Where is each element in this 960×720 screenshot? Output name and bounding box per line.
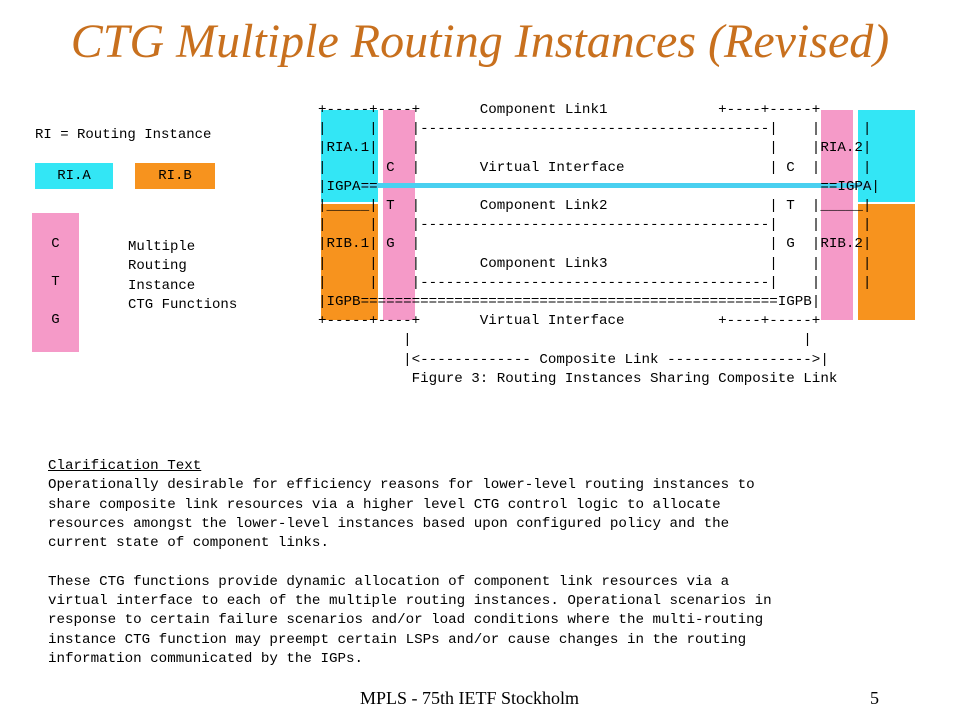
ctg-right-block (821, 110, 853, 320)
diagram-line: | | (318, 332, 812, 349)
legend-ctg-letter: T (51, 274, 60, 290)
diagram-caption: Figure 3: Routing Instances Sharing Comp… (318, 370, 838, 387)
ri-b-right-block (858, 204, 915, 320)
legend-ctg-line: Instance (128, 277, 196, 294)
diagram-line: +-----+----+ Component Link1 +----+-----… (318, 102, 821, 118)
diagram-line: | | C | Virtual Interface | C | | (318, 159, 872, 176)
legend-ri-b: RI.B (135, 163, 215, 189)
diagram-line: +-----+----+ Virtual Interface +----+---… (318, 313, 821, 330)
footer-event: MPLS - 75th IETF Stockholm (360, 688, 580, 708)
diagram-line: |IGPB===================================… (318, 294, 821, 311)
diagram-line: | | |-----------------------------------… (318, 217, 872, 234)
diagram-line: |_____| T | Component Link2 | T |_____| (318, 198, 872, 215)
composite-link-diagram: +-----+----+ Component Link1 +----+-----… (318, 101, 880, 389)
legend-ri-a: RI.A (35, 163, 113, 189)
diagram-line: | | |-----------------------------------… (318, 121, 872, 138)
diagram-line: |IGPA== ==IGPA| (318, 178, 880, 195)
diagram-line: | | | Component Link3 | | | (318, 255, 872, 272)
legend-ctg-description: Multiple Routing Instance CTG Functions (128, 238, 237, 315)
footer-page-number: 5 (870, 688, 879, 708)
legend-ctg-line: Routing (128, 258, 187, 275)
diagram-line: |<------------- Composite Link ---------… (318, 351, 829, 368)
legend-ctg-line: Multiple (128, 239, 196, 255)
legend-definition: RI = Routing Instance (35, 127, 212, 143)
page-title: CTG Multiple Routing Instances (Revised) (70, 15, 890, 68)
legend-ctg-letter: G (51, 312, 60, 328)
ctg-left-block (383, 110, 415, 320)
legend-ctg-letter: C (51, 236, 60, 252)
legend-ctg-box: C T G (32, 213, 79, 352)
clarification-paragraph: Operationally desirable for efficiency r… (48, 477, 755, 552)
diagram-line: |RIB.1| G | | G |RIB.2| (318, 236, 872, 253)
legend-ctg-line: CTG Functions (128, 296, 238, 313)
ri-b-left-block (321, 204, 378, 320)
clarification-paragraph: These CTG functions provide dynamic allo… (48, 573, 772, 667)
clarification-text: Clarification Text Operationally desirab… (48, 457, 772, 669)
diagram-line: |RIA.1| | | |RIA.2| (318, 140, 872, 157)
clarification-heading: Clarification Text (48, 458, 202, 474)
virtual-interface-line (362, 183, 872, 188)
diagram-line: | | |-----------------------------------… (318, 274, 872, 291)
